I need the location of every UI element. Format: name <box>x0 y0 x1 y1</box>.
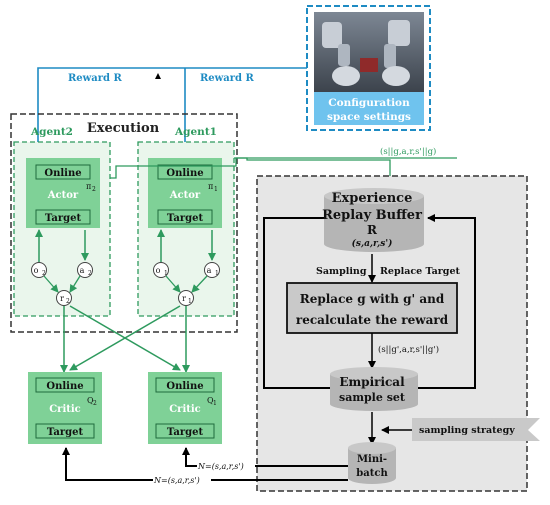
critic1-target: Target <box>167 427 204 438</box>
critic2-box: Online Critic Q 2 Target <box>28 372 102 444</box>
agent1-group: Agent1 Online Actor π 1 Target o 1 a 1 r… <box>137 126 235 317</box>
configuration-panel: Configuration space settings <box>306 5 431 131</box>
critic2-q: Q <box>87 396 94 405</box>
agent1-r-node <box>178 290 194 306</box>
agent1-pi-sub: 1 <box>214 186 218 193</box>
agent2-o: o <box>34 266 39 275</box>
buffer-title-line3: R <box>367 223 378 237</box>
empirical-line2: sample set <box>339 391 406 404</box>
n-upper-label: N=(s,a,r,s') <box>197 462 244 471</box>
agent1-pi: π <box>208 182 213 191</box>
agent1-a: a <box>207 266 212 275</box>
agent1-o-node <box>153 262 169 278</box>
buffer-title-line1: Experience <box>332 191 413 206</box>
agent2-a: a <box>80 266 85 275</box>
buffer-title-line2: Replay Buffer <box>322 208 422 223</box>
replace-line2: recalculate the reward <box>296 313 449 327</box>
agent1-r: r <box>182 294 186 303</box>
critic1-online: Online <box>166 381 203 392</box>
agent2-r-node <box>56 290 72 306</box>
agent1-label: Agent1 <box>174 126 217 138</box>
minibatch-to-critics: N=(s,a,r,s') N=(s,a,r,s') <box>62 447 348 485</box>
agent1-a-node <box>204 262 220 278</box>
transition-top-label: (s||g,a,r,s'||g) <box>380 146 436 157</box>
agent2-o-sub: 2 <box>42 270 46 277</box>
replace-target-label: Replace Target <box>380 266 460 277</box>
n-lower-label: N=(s,a,r,s') <box>153 476 200 485</box>
transition-mid-label: (s||g',a,r,s'||g') <box>378 344 439 355</box>
mini-batch: Mini- batch <box>348 442 396 484</box>
agent2-group: Agent2 Online Actor π 2 Target o 2 a 2 r… <box>13 126 111 317</box>
minibatch-line2: batch <box>356 468 388 479</box>
agent1-online: Online <box>166 168 203 179</box>
replace-box <box>286 282 458 334</box>
config-label-line2: space settings <box>327 111 411 123</box>
agent2-online: Online <box>44 168 81 179</box>
agent1-o-sub: 1 <box>164 270 168 277</box>
transition-line: (s||g,a,r,s'||g) <box>110 146 457 187</box>
agent2-pi-sub: 2 <box>92 186 96 193</box>
agent2-target: Target <box>45 213 82 224</box>
replay-panel: Experience Replay Buffer R (s,a,r,s') Sa… <box>256 175 540 492</box>
replace-line1: Replace g with g' and <box>300 292 445 306</box>
buffer-tuple: (s,a,r,s') <box>352 238 393 249</box>
agent2-a-sub: 2 <box>88 270 92 277</box>
experience-replay-buffer: Experience Replay Buffer R (s,a,r,s') <box>322 188 424 252</box>
critic1-q: Q <box>207 396 214 405</box>
empirical-sample-set: Empirical sample set <box>330 367 418 411</box>
critic1-box: Online Critic Q 1 Target <box>148 372 222 444</box>
agent1-target: Target <box>167 213 204 224</box>
critic2-critic: Critic <box>49 404 81 415</box>
critic1-q-sub: 1 <box>213 400 217 407</box>
execution-box: Execution <box>10 113 238 333</box>
sampling-label: Sampling <box>316 266 367 277</box>
agent1-r-sub: 1 <box>188 298 192 305</box>
agent2-actor: Actor <box>47 190 79 201</box>
critic2-q-sub: 2 <box>93 400 97 407</box>
agent2-r: r <box>60 294 64 303</box>
agent2-o-node <box>31 262 47 278</box>
config-label-line1: Configuration <box>328 97 410 109</box>
reward-left-label: Reward R <box>68 73 123 84</box>
agent1-actor: Actor <box>169 190 201 201</box>
agent1-o: o <box>156 266 161 275</box>
critic2-online: Online <box>46 381 83 392</box>
agent2-label: Agent2 <box>30 126 73 138</box>
sampling-strategy-label: sampling strategy <box>419 425 515 436</box>
agent2-a-node <box>77 262 93 278</box>
agent2-r-sub: 2 <box>66 298 70 305</box>
sampling-strategy-flag: sampling strategy <box>412 418 540 441</box>
empirical-line1: Empirical <box>339 375 405 389</box>
agent2-pi: π <box>86 182 91 191</box>
critic-crossing-arrows <box>60 305 190 373</box>
execution-title: Execution <box>87 121 160 136</box>
critic1-critic: Critic <box>169 404 201 415</box>
critic2-target: Target <box>47 427 84 438</box>
reward-right-label: Reward R <box>200 73 255 84</box>
minibatch-line1: Mini- <box>357 454 387 465</box>
agent1-a-sub: 1 <box>215 270 219 277</box>
